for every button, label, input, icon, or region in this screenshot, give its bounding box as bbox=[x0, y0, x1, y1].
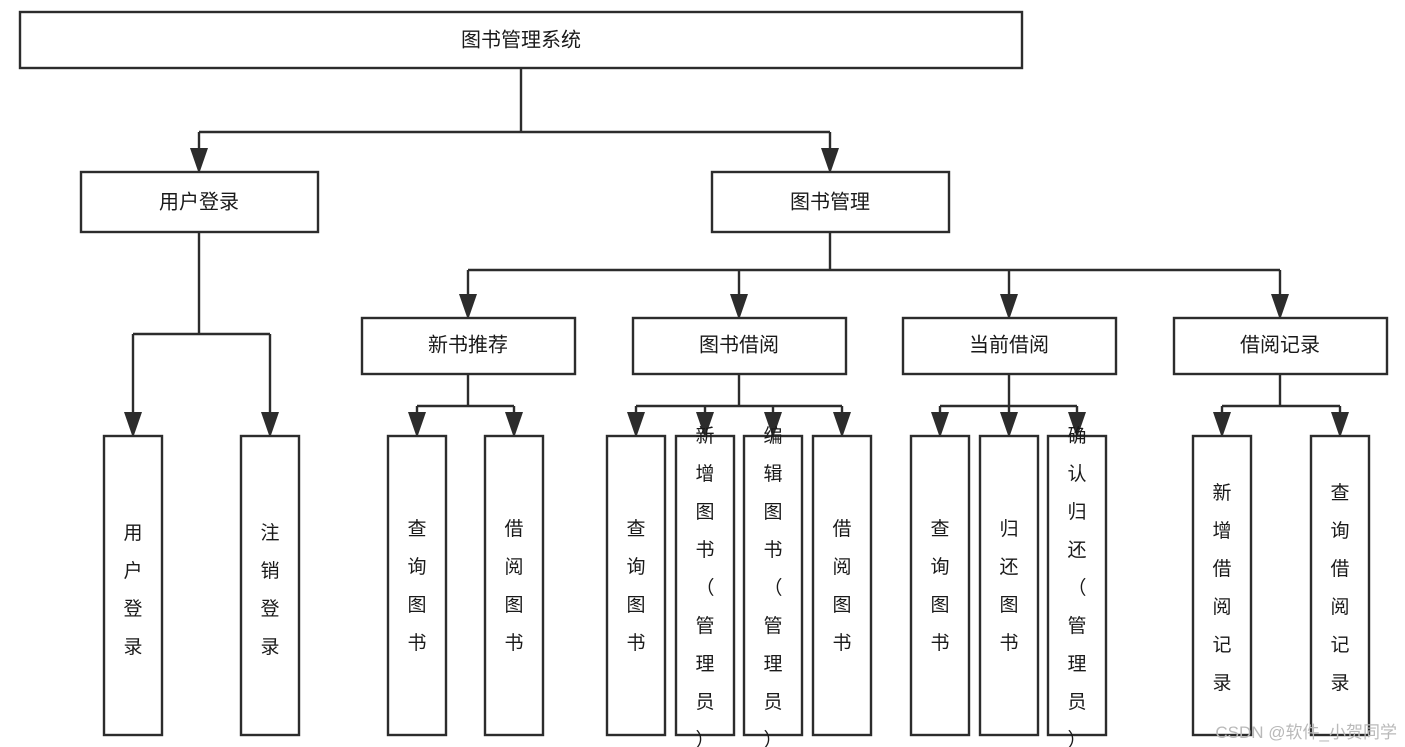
node-leaf-add-record[interactable]: 新增借阅记录 bbox=[1191, 434, 1253, 737]
node-leaf-user-logout-box[interactable] bbox=[239, 434, 301, 737]
node-leaf-confirm-return-label: 确认归还（管理员） bbox=[1067, 425, 1086, 747]
node-leaf-borrow-book-1-label: 借阅图书 bbox=[504, 518, 523, 654]
node-user-login[interactable]: 用户登录 bbox=[79, 170, 320, 234]
node-leaf-add-book[interactable]: 新增图书（管理员） bbox=[674, 425, 736, 747]
node-book-borrow-label: 图书借阅 bbox=[699, 333, 779, 356]
node-leaf-confirm-return-box[interactable] bbox=[1046, 434, 1108, 737]
arrow-head-borrow-record bbox=[1271, 294, 1289, 320]
node-book-borrow-box[interactable] bbox=[631, 316, 848, 376]
node-leaf-borrow-book-2-label: 借阅图书 bbox=[832, 518, 851, 654]
node-leaf-query-book-2-box[interactable] bbox=[605, 434, 667, 737]
node-root[interactable]: 图书管理系统 bbox=[18, 10, 1024, 70]
node-leaf-borrow-book-2[interactable]: 借阅图书 bbox=[811, 434, 873, 737]
arrow-head-leaf-user-login bbox=[124, 412, 142, 438]
node-book-management[interactable]: 图书管理 bbox=[710, 170, 951, 234]
node-leaf-return-book-label: 归还图书 bbox=[999, 518, 1018, 654]
node-leaf-edit-book-box[interactable] bbox=[742, 434, 804, 737]
connector-group-user-login bbox=[131, 232, 272, 414]
arrow-head-leaf-borrow-book-1 bbox=[505, 412, 523, 438]
node-leaf-user-login-label: 用户登录 bbox=[123, 523, 142, 658]
node-book-borrow[interactable]: 图书借阅 bbox=[631, 316, 848, 376]
arrow-head-new-book-recommend bbox=[459, 294, 477, 320]
node-leaf-return-book[interactable]: 归还图书 bbox=[978, 434, 1040, 737]
node-leaf-query-book-2-label: 查询图书 bbox=[626, 518, 645, 654]
node-leaf-query-book-3[interactable]: 查询图书 bbox=[909, 434, 971, 737]
node-leaf-add-record-box[interactable] bbox=[1191, 434, 1253, 737]
node-user-login-box[interactable] bbox=[79, 170, 320, 234]
csdn-watermark: CSDN @软件_小贺同学 bbox=[1215, 723, 1397, 742]
connector-group-borrow-record bbox=[1220, 374, 1342, 414]
arrow-head-leaf-query-book-2 bbox=[627, 412, 645, 438]
arrow-head-leaf-return-book bbox=[1000, 412, 1018, 438]
connector-group-current-borrow bbox=[938, 374, 1079, 414]
node-leaf-query-book-2[interactable]: 查询图书 bbox=[605, 434, 667, 737]
node-current-borrow[interactable]: 当前借阅 bbox=[901, 316, 1118, 376]
node-leaf-user-login[interactable]: 用户登录 bbox=[102, 434, 164, 737]
node-root-box[interactable] bbox=[18, 10, 1024, 70]
node-leaf-borrow-book-1-box[interactable] bbox=[483, 434, 545, 737]
node-leaf-query-book-1-label: 查询图书 bbox=[407, 518, 426, 654]
node-borrow-record-label: 借阅记录 bbox=[1240, 333, 1320, 356]
arrow-head-book-borrow bbox=[730, 294, 748, 320]
node-leaf-query-record[interactable]: 查询借阅记录 bbox=[1309, 434, 1371, 737]
node-leaf-confirm-return[interactable]: 确认归还（管理员） bbox=[1046, 425, 1108, 747]
arrow-head-user-login bbox=[190, 148, 208, 174]
connector-group-new-book-recommend bbox=[415, 374, 516, 414]
node-leaf-edit-book[interactable]: 编辑图书（管理员） bbox=[742, 425, 804, 747]
node-leaf-return-book-box[interactable] bbox=[978, 434, 1040, 737]
node-leaf-add-book-box[interactable] bbox=[674, 434, 736, 737]
node-current-borrow-label: 当前借阅 bbox=[969, 333, 1049, 356]
node-leaf-user-login-box[interactable] bbox=[102, 434, 164, 737]
connector-group-root bbox=[197, 68, 832, 150]
node-leaf-add-record-label: 新增借阅记录 bbox=[1212, 482, 1231, 694]
node-leaf-query-book-1-box[interactable] bbox=[386, 434, 448, 737]
node-book-management-box[interactable] bbox=[710, 170, 951, 234]
node-leaf-query-record-box[interactable] bbox=[1309, 434, 1371, 737]
node-current-borrow-box[interactable] bbox=[901, 316, 1118, 376]
node-new-book-recommend-box[interactable] bbox=[360, 316, 577, 376]
node-leaf-query-book-3-box[interactable] bbox=[909, 434, 971, 737]
node-root-label: 图书管理系统 bbox=[461, 28, 581, 51]
arrow-head-leaf-query-record bbox=[1331, 412, 1349, 438]
node-leaf-query-book-3-label: 查询图书 bbox=[930, 518, 949, 654]
node-leaf-borrow-book-2-box[interactable] bbox=[811, 434, 873, 737]
arrow-head-leaf-query-book-3 bbox=[931, 412, 949, 438]
arrow-head-book-management bbox=[821, 148, 839, 174]
node-user-login-label: 用户登录 bbox=[159, 190, 239, 213]
connector-group-book-borrow bbox=[634, 374, 844, 414]
node-leaf-user-logout-label: 注销登录 bbox=[260, 522, 279, 658]
arrow-head-current-borrow bbox=[1000, 294, 1018, 320]
node-leaf-user-logout[interactable]: 注销登录 bbox=[239, 434, 301, 737]
arrow-head-leaf-borrow-book-2 bbox=[833, 412, 851, 438]
node-leaf-query-book-1[interactable]: 查询图书 bbox=[386, 434, 448, 737]
arrow-head-leaf-add-record bbox=[1213, 412, 1231, 438]
arrow-head-leaf-user-logout bbox=[261, 412, 279, 438]
node-new-book-recommend-label: 新书推荐 bbox=[428, 333, 508, 356]
node-new-book-recommend[interactable]: 新书推荐 bbox=[360, 316, 577, 376]
node-leaf-borrow-book-1[interactable]: 借阅图书 bbox=[483, 434, 545, 737]
node-borrow-record[interactable]: 借阅记录 bbox=[1172, 316, 1389, 376]
node-borrow-record-box[interactable] bbox=[1172, 316, 1389, 376]
node-leaf-add-book-label: 新增图书（管理员） bbox=[695, 425, 714, 747]
arrow-head-leaf-query-book-1 bbox=[408, 412, 426, 438]
node-leaf-edit-book-label: 编辑图书（管理员） bbox=[763, 425, 782, 747]
node-leaf-query-record-label: 查询借阅记录 bbox=[1330, 482, 1349, 694]
node-book-management-label: 图书管理 bbox=[790, 190, 870, 213]
connector-group-book-management bbox=[466, 232, 1282, 296]
